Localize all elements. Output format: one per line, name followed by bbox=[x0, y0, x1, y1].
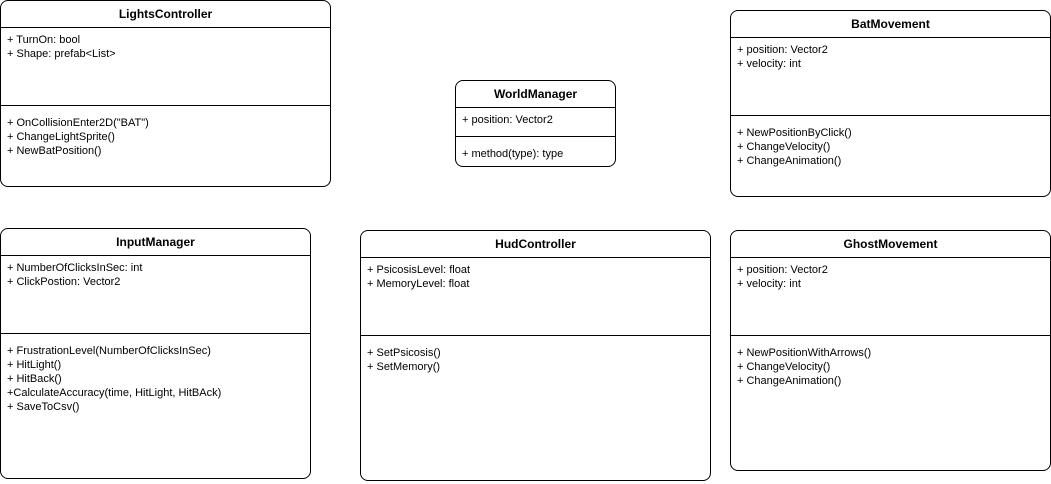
attribute-psicosis-level: + PsicosisLevel: float bbox=[367, 264, 471, 276]
operation-method: + method(type): type bbox=[462, 148, 564, 160]
operation-new-bat-position: + NewBatPosition() bbox=[7, 145, 102, 157]
attribute-position: + position: Vector2 bbox=[737, 264, 828, 276]
attribute-position: + position: Vector2 bbox=[737, 44, 828, 56]
operation-change-light-sprite: + ChangeLightSprite() bbox=[7, 131, 115, 143]
operations-section-hud-controller: + SetPsicosis() + SetMemory() bbox=[361, 336, 710, 374]
operation-change-animation: + ChangeAnimation() bbox=[737, 375, 842, 387]
class-name-input-manager: InputManager bbox=[1, 229, 310, 256]
operation-hit-light: + HitLight() bbox=[7, 359, 62, 371]
operations-section-input-manager: + FrustrationLevel(NumberOfClicksInSec) … bbox=[1, 334, 310, 414]
operation-change-animation: + ChangeAnimation() bbox=[737, 155, 842, 167]
operations-section-world-manager: + method(type): type bbox=[456, 137, 615, 161]
operation-hit-back: + HitBack() bbox=[7, 373, 62, 385]
operation-frustration-level: + FrustrationLevel(NumberOfClicksInSec) bbox=[7, 345, 211, 357]
attributes-section-hud-controller: + PsicosisLevel: float + MemoryLevel: fl… bbox=[361, 258, 710, 336]
class-box-world-manager[interactable]: WorldManager + position: Vector2 + metho… bbox=[455, 80, 616, 167]
operation-change-velocity: + ChangeVelocity() bbox=[737, 141, 831, 153]
operation-calculate-accuracy: +CalculateAccuracy(time, HitLight, HitBA… bbox=[7, 387, 222, 399]
operations-section-bat-movement: + NewPositionByClick() + ChangeVelocity(… bbox=[731, 116, 1050, 168]
attribute-velocity: + velocity: int bbox=[737, 58, 801, 70]
class-name-bat-movement: BatMovement bbox=[731, 11, 1050, 38]
class-name-world-manager: WorldManager bbox=[456, 81, 615, 108]
operation-new-position-by-click: + NewPositionByClick() bbox=[737, 127, 852, 139]
attribute-turn-on: + TurnOn: bool bbox=[7, 34, 81, 46]
operation-new-position-with-arrows: + NewPositionWithArrows() bbox=[737, 347, 872, 359]
class-box-bat-movement[interactable]: BatMovement + position: Vector2 + veloci… bbox=[730, 10, 1051, 197]
attributes-section-input-manager: + NumberOfClicksInSec: int + ClickPostio… bbox=[1, 256, 310, 334]
class-name-lights-controller: LightsController bbox=[1, 1, 330, 28]
attribute-number-of-clicks-in-sec: + NumberOfClicksInSec: int bbox=[7, 262, 143, 274]
class-box-ghost-movement[interactable]: GhostMovement + position: Vector2 + velo… bbox=[730, 230, 1051, 471]
class-name-hud-controller: HudController bbox=[361, 231, 710, 258]
operations-section-lights-controller: + OnCollisionEnter2D("BAT") + ChangeLigh… bbox=[1, 106, 330, 158]
class-box-hud-controller[interactable]: HudController + PsicosisLevel: float + M… bbox=[360, 230, 711, 481]
operation-set-memory: + SetMemory() bbox=[367, 361, 441, 373]
attribute-memory-level: + MemoryLevel: float bbox=[367, 278, 470, 290]
class-name-ghost-movement: GhostMovement bbox=[731, 231, 1050, 258]
attribute-shape: + Shape: prefab<List> bbox=[7, 48, 116, 60]
attributes-section-world-manager: + position: Vector2 bbox=[456, 108, 615, 137]
attributes-section-lights-controller: + TurnOn: bool + Shape: prefab<List> bbox=[1, 28, 330, 106]
operation-set-psicosis: + SetPsicosis() bbox=[367, 347, 441, 359]
operation-save-to-csv: + SaveToCsv() bbox=[7, 401, 80, 413]
attributes-section-bat-movement: + position: Vector2 + velocity: int bbox=[731, 38, 1050, 116]
attribute-click-postion: + ClickPostion: Vector2 bbox=[7, 276, 121, 288]
operation-change-velocity: + ChangeVelocity() bbox=[737, 361, 831, 373]
attribute-velocity: + velocity: int bbox=[737, 278, 801, 290]
class-box-input-manager[interactable]: InputManager + NumberOfClicksInSec: int … bbox=[0, 228, 311, 479]
operation-on-collision-enter: + OnCollisionEnter2D("BAT") bbox=[7, 117, 149, 129]
operations-section-ghost-movement: + NewPositionWithArrows() + ChangeVeloci… bbox=[731, 336, 1050, 388]
class-box-lights-controller[interactable]: LightsController + TurnOn: bool + Shape:… bbox=[0, 0, 331, 187]
attributes-section-ghost-movement: + position: Vector2 + velocity: int bbox=[731, 258, 1050, 336]
attribute-position: + position: Vector2 bbox=[462, 114, 553, 126]
